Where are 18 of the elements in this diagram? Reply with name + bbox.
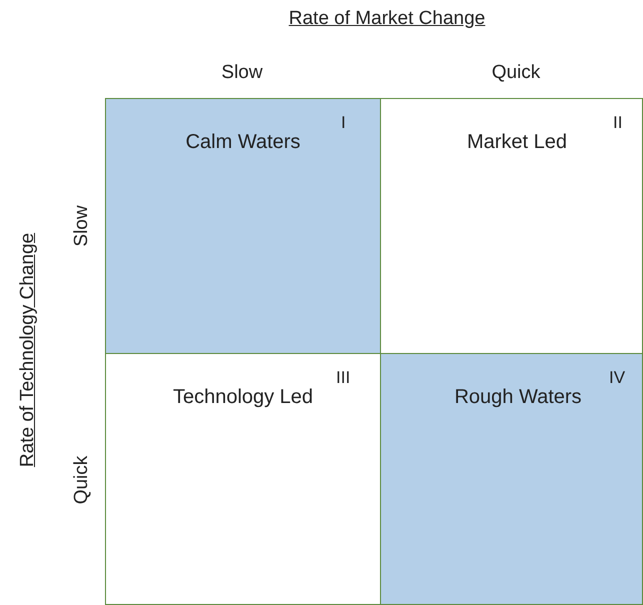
quadrant-title: Technology Led [172, 386, 314, 409]
axis-category: Slow [71, 205, 93, 247]
quadrant-title: Calm Waters [186, 131, 300, 154]
quadrant-title: Market Led [466, 131, 568, 154]
axis-category: Quick [492, 62, 540, 84]
quadrant [380, 353, 643, 605]
quadrant-title: Rough Waters [454, 386, 582, 409]
quadrant-number: I [341, 113, 346, 133]
quadrant-number: IV [609, 368, 626, 388]
axis-title: Rate of Technology Change [17, 232, 39, 468]
quadrant [105, 353, 381, 605]
quadrant [380, 98, 643, 354]
quadrant [105, 98, 381, 354]
axis-category: Quick [71, 456, 93, 504]
axis-title: Rate of Market Change [288, 8, 486, 30]
quadrant-number: III [336, 368, 350, 388]
axis-category: Slow [221, 62, 263, 84]
quadrant-number: II [613, 113, 622, 133]
